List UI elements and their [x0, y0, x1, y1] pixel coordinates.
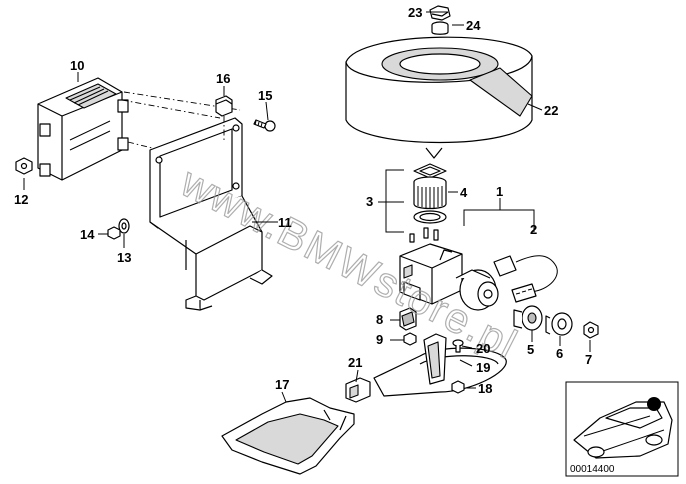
nut-18 — [451, 380, 465, 394]
callout-5: 5 — [527, 342, 534, 357]
callout-12: 12 — [14, 192, 28, 207]
damper-5 — [513, 305, 543, 331]
bracket-line-3 — [378, 169, 404, 233]
callout-23: 23 — [408, 5, 422, 20]
callout-19: 19 — [476, 360, 490, 375]
screws-3 — [409, 227, 439, 243]
leader-lines — [23, 11, 591, 403]
callout-2: 2 — [530, 222, 537, 237]
bracket-line-1 — [463, 198, 535, 232]
rubber-mount-8 — [399, 307, 417, 331]
bracket-19 — [373, 333, 507, 397]
cable-harness-2 — [493, 255, 558, 303]
callout-15: 15 — [258, 88, 272, 103]
callout-4: 4 — [460, 185, 468, 200]
callout-1: 1 — [496, 184, 503, 199]
nut-23 — [429, 5, 451, 21]
alignment-line-10a — [121, 99, 221, 119]
nut-9 — [403, 332, 417, 346]
bracket-11 — [149, 117, 273, 311]
washer-13 — [118, 218, 130, 234]
callout-10: 10 — [70, 58, 84, 73]
clip-nut-16 — [215, 95, 233, 117]
callout-17: 17 — [275, 377, 289, 392]
grommet-24 — [431, 21, 449, 35]
callout-22: 22 — [544, 103, 558, 118]
ring-3 — [413, 210, 447, 224]
nut-14 — [107, 226, 121, 240]
callout-20: 20 — [476, 341, 490, 356]
callout-24: 24 — [466, 18, 481, 33]
damper-6 — [545, 312, 573, 336]
callout-21: 21 — [348, 355, 362, 370]
nut-12 — [15, 157, 33, 175]
pump-assembly-1 — [399, 243, 499, 311]
spare-wheel-cover-22 — [345, 36, 533, 159]
tray-17 — [221, 397, 355, 475]
callout-13: 13 — [117, 250, 131, 265]
location-marker — [647, 397, 661, 411]
callout-16: 16 — [216, 71, 230, 86]
drawing-code: 00014400 — [570, 464, 615, 475]
gasket-3 — [413, 163, 447, 179]
callout-3: 3 — [366, 194, 373, 209]
callout-14: 14 — [80, 227, 95, 242]
screw-20 — [452, 339, 464, 353]
callout-7: 7 — [585, 352, 592, 367]
callout-8: 8 — [376, 312, 383, 327]
callout-6: 6 — [556, 346, 563, 361]
screw-15 — [253, 119, 276, 132]
callouts: 1 2 3 4 5 6 7 8 9 10 11 12 13 14 15 16 1… — [14, 5, 592, 396]
clip-21 — [345, 377, 371, 403]
callout-18: 18 — [478, 381, 492, 396]
nut-7 — [583, 321, 599, 339]
control-unit-10 — [37, 77, 129, 181]
callout-9: 9 — [376, 332, 383, 347]
callout-11: 11 — [278, 215, 292, 230]
filter-4 — [413, 176, 447, 210]
vehicle-inset: 00014400 — [565, 381, 679, 477]
